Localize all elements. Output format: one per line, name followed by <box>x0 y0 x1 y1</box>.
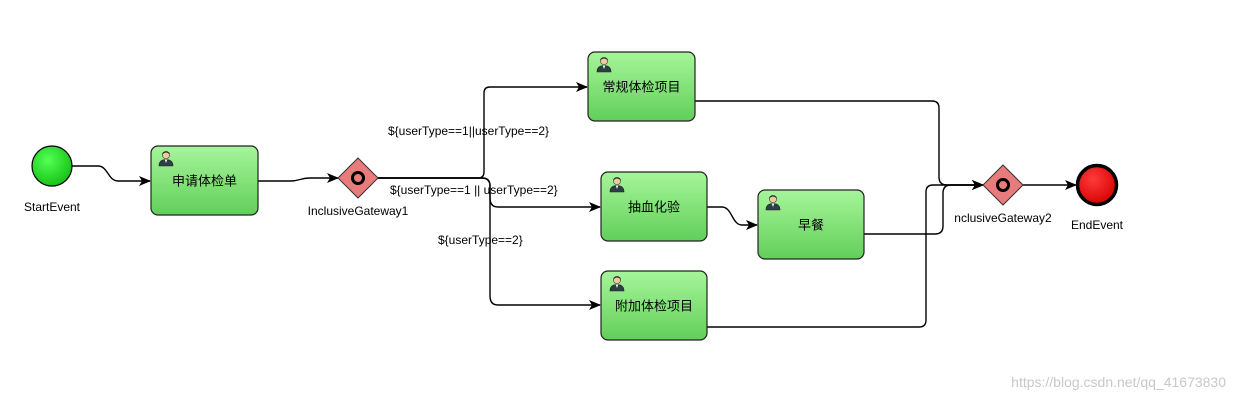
start-event-label: StartEvent <box>24 200 81 214</box>
condition-blood: ${userType==1 || userType==2} <box>390 183 558 197</box>
task-apply-label: 申请体检单 <box>172 175 237 190</box>
task-extra[interactable]: 附加体检项目 <box>600 270 708 341</box>
task-routine[interactable]: 常规体检项目 <box>587 51 696 122</box>
condition-extra: ${userType==2} <box>438 233 523 247</box>
start-event[interactable] <box>31 145 73 187</box>
gateway1-label: InclusiveGateway1 <box>308 204 409 218</box>
task-breakfast[interactable]: 早餐 <box>757 189 865 260</box>
flow-gateway1-to-extra[interactable] <box>378 177 601 310</box>
task-blood-label: 抽血化验 <box>628 200 680 216</box>
condition-routine: ${userType==1||userType==2} <box>388 124 549 138</box>
flow-start-to-apply[interactable] <box>72 165 151 186</box>
end-event-label: EndEvent <box>1071 218 1124 232</box>
flow-breakfast-to-gateway2[interactable] <box>864 180 984 235</box>
watermark: https://blog.csdn.net/qq_41673830 <box>1011 374 1226 390</box>
flow-routine-to-gateway2[interactable] <box>695 100 984 190</box>
task-routine-label: 常规体检项目 <box>602 81 680 96</box>
task-extra-label: 附加体检项目 <box>615 300 693 315</box>
task-apply[interactable]: 申请体检单 <box>150 145 259 216</box>
flow-blood-to-breakfast[interactable] <box>707 206 758 230</box>
inclusive-gateway-1[interactable] <box>337 157 379 199</box>
task-blood[interactable]: 抽血化验 <box>600 171 708 242</box>
task-breakfast-label: 早餐 <box>798 218 824 234</box>
gateway2-label: nclusiveGateway2 <box>954 211 1052 225</box>
inclusive-gateway-2[interactable] <box>982 164 1024 206</box>
end-event[interactable] <box>1075 163 1119 207</box>
flow-apply-to-gateway1[interactable] <box>258 173 339 183</box>
flow-extra-to-gateway2[interactable] <box>707 180 984 328</box>
